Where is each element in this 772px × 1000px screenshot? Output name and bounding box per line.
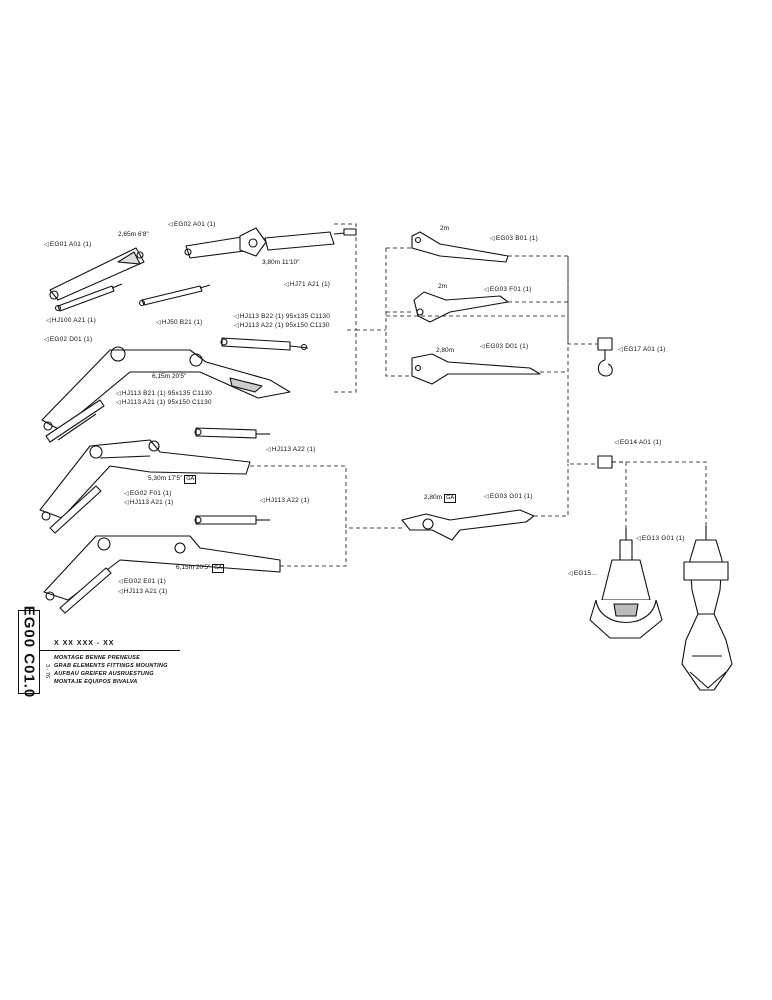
ref-hj113-b21: HJ113 B21 (1) 95x135 C1130 [116,390,212,398]
ref-eg02-e01: EG02 E01 (1) [118,578,166,586]
ref-hj113-a22-top: HJ113 A22 (1) 95x150 C1130 [234,322,330,330]
ref-hj113-a22-mid: HJ113 A22 (1) [266,446,316,454]
jib-eg03-d01 [411,353,541,385]
ref-hj113-a21-f: HJ113 A21 (1) [124,499,174,507]
drawing-code: EG00 C01.0 [20,605,38,699]
ref-eg15: EG15... [568,570,597,578]
title-rule [40,650,180,651]
cylinder-hj113-mid [194,427,270,439]
dim-a01-b: 3,80m 11'10" [262,259,300,266]
jib-eg03-b01 [411,231,509,263]
title-line-es: MONTAJE EQUIPOS BIVALVA [54,679,138,685]
ref-hj113-a21-e: HJ113 A21 (1) [118,588,168,596]
grab-eg13 [681,526,733,691]
dim-d01b: 2,80m [436,347,455,354]
ref-eg14-a01: EG14 A01 (1) [614,439,662,447]
ref-eg03-d01: EG03 D01 (1) [480,343,528,351]
ref-hj113-a21-d: HJ113 A21 (1) 95x150 C1130 [116,399,212,407]
cylinder-hj100 [54,283,123,312]
dim-b01: 2m [440,225,450,232]
ref-eg02-f01: EG02 F01 (1) [124,490,172,498]
ref-eg17-a01: EG17 A01 (1) [618,346,666,354]
ref-hj100-a21: HJ100 A21 (1) [46,317,96,325]
drawing-code-box: EG00 C01.0 [18,606,40,698]
title-line-de: AUFBAU GREIFER AUSRUESTUNG [54,671,154,677]
ref-eg03-f01: EG03 F01 (1) [484,286,532,294]
ref-hj113-b22: HJ113 B22 (1) 95x135 C1130 [234,313,330,321]
jib-eg03-f01 [413,291,509,323]
ref-eg02-d01: EG02 D01 (1) [44,336,92,344]
boom-eg02-f01 [39,439,251,534]
dim-f01b: 2m [438,283,448,290]
ref-hj50-b21: HJ50 B21 (1) [156,319,203,327]
ref-hj113-a22-low: HJ113 A22 (1) [260,497,310,505]
swivel-eg14 [597,455,613,469]
boom-eg02-d01 [41,346,291,443]
ref-eg13-g01: EG13 G01 (1) [636,535,685,543]
ref-eg01-a01: EG01 A01 (1) [44,241,92,249]
cylinder-hj113-top [220,337,309,351]
ref-hj71-a21: HJ71 A21 (1) [284,281,330,289]
dim-f01: 5,30m 17'5"GA [148,475,197,484]
cylinder-hj113-low [194,515,270,525]
grab-eg15 [589,528,663,639]
arm-eg01-a01 [49,247,145,301]
dim-d01: 6,15m 20'5" [152,373,187,380]
sheet-code: X XX XXX - XX [54,640,115,647]
hook-eg17 [597,337,613,377]
jib-eg03-g01 [401,509,535,541]
ref-eg02-a01: EG02 A01 (1) [168,221,216,229]
ref-eg03-g01: EG03 G01 (1) [484,493,533,501]
dim-a01: 2,65m 6'8" [118,231,149,238]
boom-eg02-e01 [43,535,281,614]
title-line-fr: MONTAGE BENNE PRENEUSE [54,655,141,661]
link-eg02-a01 [184,227,357,259]
ref-eg03-b01: EG03 B01 (1) [490,235,538,243]
title-line-en: GRAB ELEMENTS FITTINGS MOUNTING [54,663,168,669]
cylinder-hj50 [138,284,211,307]
dim-e01: 6,15m 20'5"GA [176,564,225,573]
page-number: 3 - 76 [44,663,51,679]
